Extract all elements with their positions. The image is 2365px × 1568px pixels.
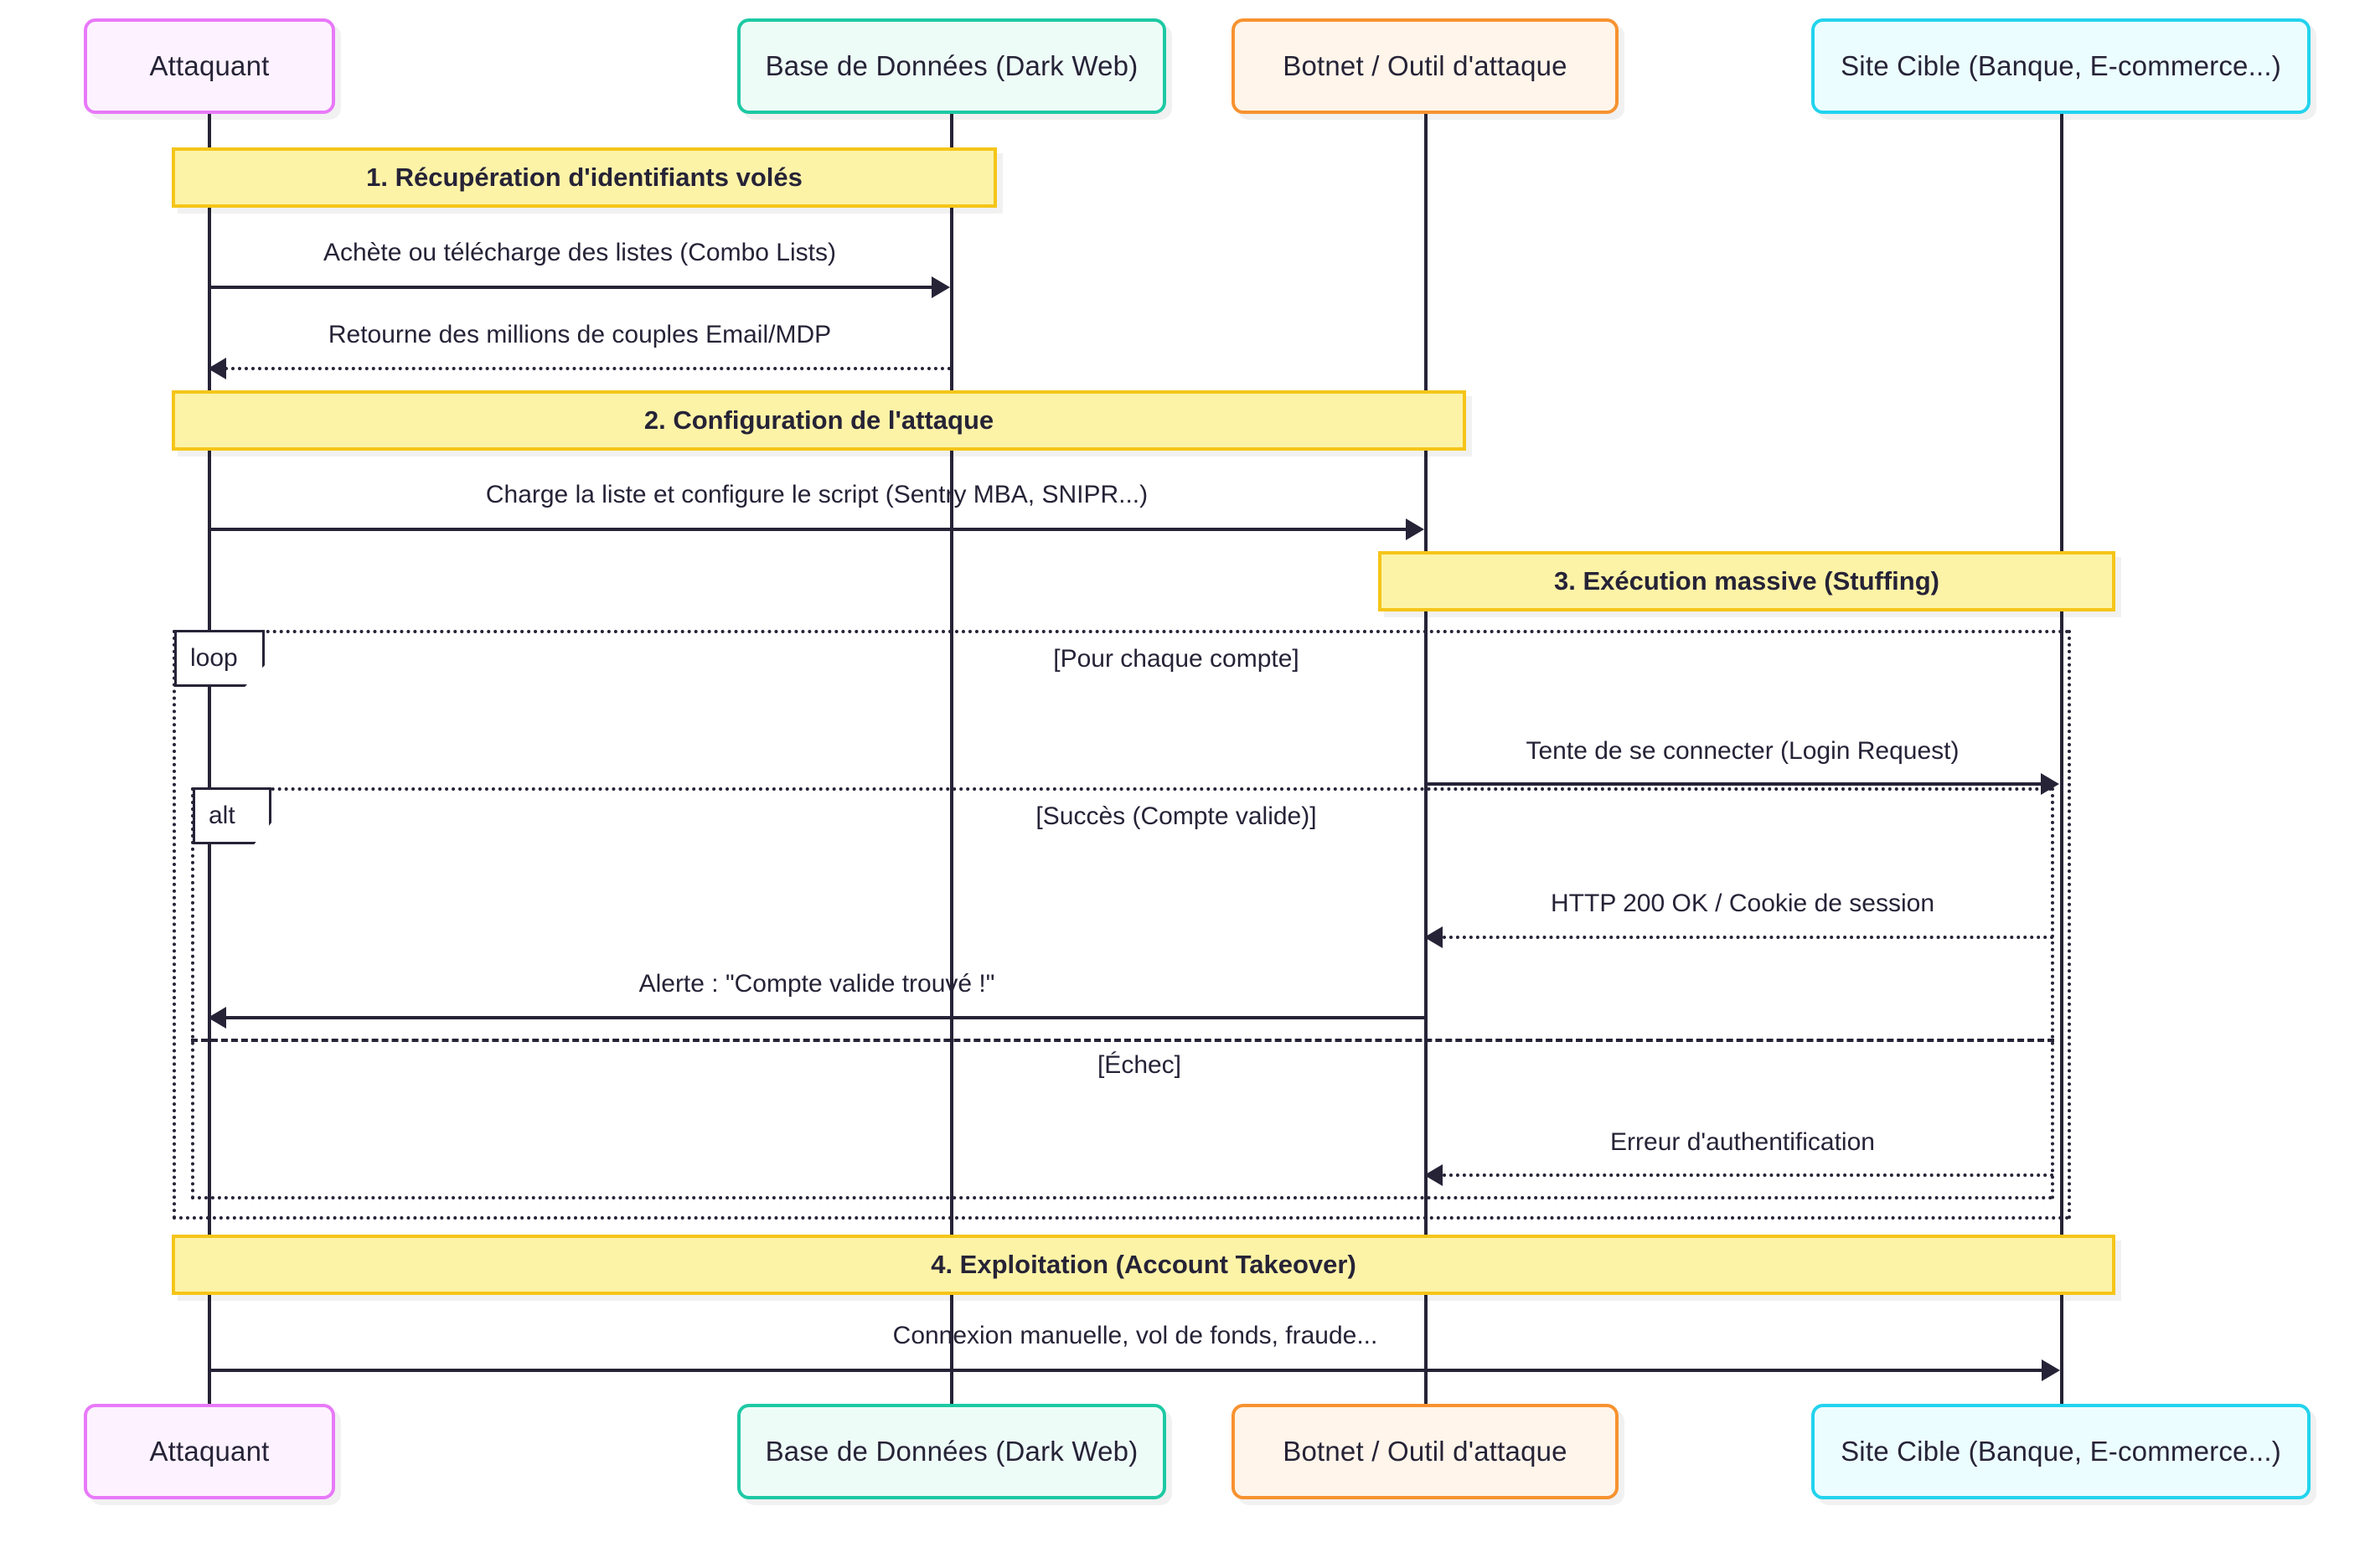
fragment-alt-divider (191, 1039, 2054, 1042)
participant-label: Base de Données (Dark Web) (765, 50, 1139, 81)
section-bar-4: 4. Exploitation (Account Takeover) (172, 1235, 2115, 1295)
participant-label: Site Cible (Banque, E-commerce...) (1841, 1436, 2281, 1467)
message-line-m3 (209, 528, 1419, 531)
participant-label: Site Cible (Banque, E-commerce...) (1841, 50, 2281, 81)
section-bar-2: 2. Configuration de l'attaque (172, 390, 1466, 451)
message-line-m2 (225, 367, 952, 370)
lifeline-base-donnees (950, 114, 953, 1404)
participant-site-cible-bottom[interactable]: Site Cible (Banque, E-commerce...) (1811, 1404, 2311, 1499)
arrow-head-m4 (2041, 773, 2059, 795)
message-line-m7 (1443, 1173, 2054, 1177)
fragment-loop-tag: loop (174, 630, 265, 687)
fragment-alt-tag: alt (193, 787, 271, 844)
participant-base-donnees-bottom[interactable]: Base de Données (Dark Web) (737, 1404, 1166, 1499)
arrow-head-m8 (2042, 1359, 2060, 1381)
lifeline-botnet (1424, 114, 1428, 1404)
message-label-m5: HTTP 200 OK / Cookie de session (1551, 890, 1934, 917)
message-line-m5 (1443, 936, 2054, 939)
arrow-head-m6 (208, 1007, 226, 1029)
fragment-tag-label: loop (190, 644, 238, 672)
message-line-m1 (209, 286, 945, 289)
section-bar-3: 3. Exécution massive (Stuffing) (1378, 551, 2115, 611)
arrow-head-m5 (1424, 926, 1443, 948)
section-label: 1. Récupération d'identifiants volés (366, 162, 803, 192)
message-label-m6: Alerte : "Compte valide trouvé !" (638, 970, 995, 998)
participant-attaquant-top[interactable]: Attaquant (84, 18, 335, 114)
message-label-m3: Charge la liste et configure le script (… (485, 481, 1149, 508)
section-bar-1: 1. Récupération d'identifiants volés (172, 147, 997, 208)
arrow-head-m2 (208, 358, 226, 379)
participant-botnet-top[interactable]: Botnet / Outil d'attaque (1232, 18, 1619, 114)
arrow-head-m1 (932, 276, 950, 298)
participant-attaquant-bottom[interactable]: Attaquant (84, 1404, 335, 1499)
participant-label: Attaquant (149, 50, 270, 81)
arrow-head-m7 (1424, 1164, 1443, 1186)
fragment-tag-label: alt (209, 802, 235, 829)
participant-base-donnees-top[interactable]: Base de Données (Dark Web) (737, 18, 1166, 114)
section-label: 2. Configuration de l'attaque (643, 405, 994, 435)
section-label: 3. Exécution massive (Stuffing) (1554, 566, 1939, 596)
message-line-m8 (209, 1369, 2055, 1372)
lifeline-site-cible (2060, 114, 2063, 1404)
participant-label: Attaquant (149, 1436, 270, 1467)
message-line-m4 (1426, 782, 2054, 786)
participant-label: Botnet / Outil d'attaque (1283, 50, 1567, 81)
message-line-m6 (226, 1016, 1426, 1019)
participant-label: Base de Données (Dark Web) (765, 1436, 1139, 1467)
fragment-alt-condition-primary: [Succès (Compte valide)] (1035, 802, 1317, 830)
lifeline-attaquant (208, 114, 211, 1404)
fragment-alt-condition-else: [Échec] (1097, 1051, 1182, 1079)
message-label-m1: Achète ou télécharge des listes (Combo L… (323, 239, 836, 266)
message-label-m2: Retourne des millions de couples Email/M… (328, 321, 832, 348)
participant-botnet-bottom[interactable]: Botnet / Outil d'attaque (1232, 1404, 1619, 1499)
participant-site-cible-top[interactable]: Site Cible (Banque, E-commerce...) (1811, 18, 2311, 114)
message-label-m7: Erreur d'authentification (1610, 1128, 1875, 1156)
fragment-loop-condition: [Pour chaque compte] (1053, 645, 1299, 673)
section-label: 4. Exploitation (Account Takeover) (931, 1250, 1356, 1279)
message-label-m4: Tente de se connecter (Login Request) (1526, 737, 1960, 765)
participant-label: Botnet / Outil d'attaque (1283, 1436, 1567, 1467)
arrow-head-m3 (1406, 518, 1424, 540)
message-label-m8: Connexion manuelle, vol de fonds, fraude… (892, 1322, 1378, 1349)
